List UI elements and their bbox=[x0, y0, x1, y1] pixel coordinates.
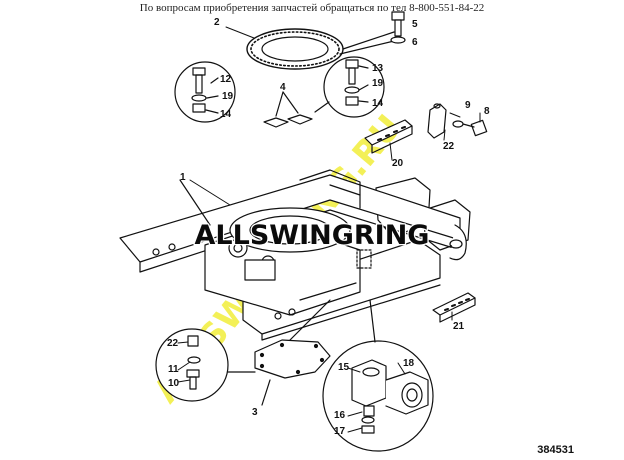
callout-15: 15 bbox=[338, 362, 350, 373]
header-contact-text: По вопросам приобретения запчастей обращ… bbox=[139, 2, 485, 14]
undercarriage-frame bbox=[119, 169, 467, 341]
callout-14-left: 14 bbox=[220, 109, 232, 120]
callout-5: 5 bbox=[412, 19, 418, 30]
callout-8: 8 bbox=[484, 106, 490, 117]
wear-pad-20 bbox=[364, 119, 413, 154]
callout-19-left: 19 bbox=[222, 91, 234, 102]
callout-17: 17 bbox=[334, 426, 346, 437]
callout-20: 20 bbox=[392, 158, 404, 169]
callout-9: 9 bbox=[465, 100, 471, 111]
bolt-washer-top-right bbox=[390, 11, 406, 44]
shim-plates bbox=[263, 91, 313, 128]
callout-22-bottom: 22 bbox=[167, 338, 179, 349]
callout-4: 4 bbox=[280, 82, 286, 93]
callout-18: 18 bbox=[403, 358, 415, 369]
wear-pad-21 bbox=[432, 292, 476, 323]
callout-11: 11 bbox=[168, 364, 179, 375]
callout-12: 12 bbox=[220, 74, 232, 85]
callout-3: 3 bbox=[252, 407, 258, 418]
bolt-detail-right-circle bbox=[314, 56, 385, 118]
callout-1: 1 bbox=[180, 172, 186, 183]
callout-16: 16 bbox=[334, 410, 346, 421]
callout-22-top: 22 bbox=[443, 141, 455, 152]
callout-numbers: 2 5 6 12 19 14 13 19 14 4 9 8 22 20 1 21… bbox=[167, 17, 490, 437]
bolt-detail-left-circle bbox=[174, 61, 236, 123]
figure-number: 384531 bbox=[537, 444, 574, 456]
callout-6: 6 bbox=[412, 37, 418, 48]
callout-2: 2 bbox=[214, 17, 220, 28]
swing-ring-bearing bbox=[246, 28, 395, 70]
leader-lines bbox=[177, 26, 481, 433]
cover-plate bbox=[254, 299, 331, 406]
callout-13: 13 bbox=[372, 63, 384, 74]
callout-10: 10 bbox=[168, 378, 180, 389]
pad-bolt-detail bbox=[427, 103, 488, 139]
callout-14-right: 14 bbox=[372, 98, 384, 109]
bolt-detail-bottom-left bbox=[155, 328, 256, 402]
main-watermark-text: ALLSWINGRING bbox=[195, 220, 430, 251]
callout-19-right: 19 bbox=[372, 78, 384, 89]
callout-21: 21 bbox=[453, 321, 465, 332]
